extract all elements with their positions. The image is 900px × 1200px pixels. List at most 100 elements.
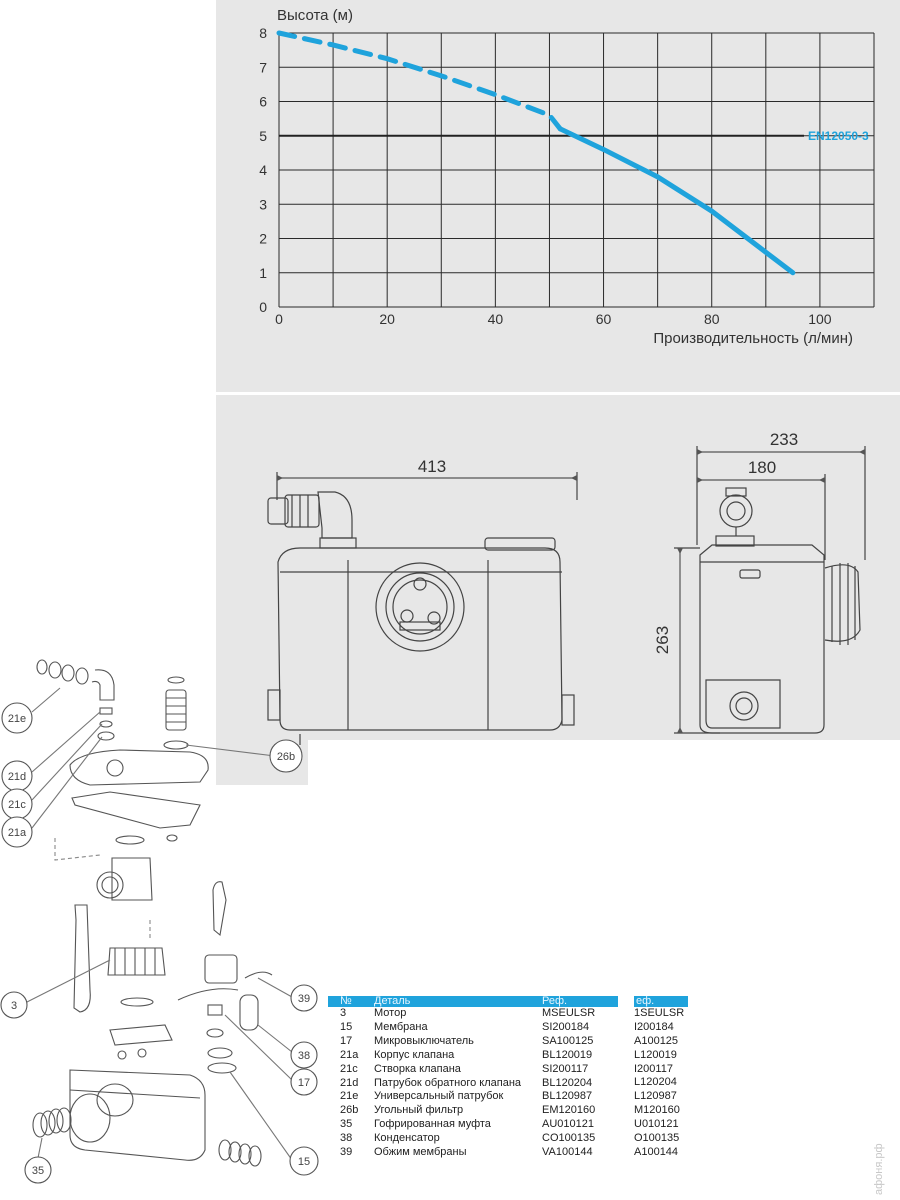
width-dimension: 413	[418, 457, 446, 476]
part-ref: CO100135	[542, 1132, 596, 1145]
callout-35: 35	[32, 1165, 44, 1177]
duplicate-ref-cell: I200184	[634, 1020, 674, 1033]
part-name: Мембрана	[374, 1020, 428, 1033]
callout-17: 17	[298, 1077, 310, 1089]
side-view-drawing: 233 180 263	[653, 430, 866, 734]
motor-housing	[96, 834, 178, 901]
lid	[69, 749, 209, 786]
callout-21a: 21a	[8, 827, 27, 839]
duplicate-ref-cell: A100125	[634, 1034, 679, 1047]
part-number: 21d	[340, 1076, 359, 1089]
y-axis-label: Высота (м)	[277, 7, 353, 24]
part-number: 17	[340, 1034, 353, 1047]
part-name: Мотор	[374, 1007, 407, 1019]
part-name: Створка клапана	[374, 1062, 461, 1075]
part-35-corrugated-coupling	[32, 1107, 72, 1138]
x-axis-label: Производительность (л/мин)	[653, 330, 853, 347]
duplicate-ref-cell: L120204	[634, 1076, 677, 1089]
x-tick-label: 20	[379, 311, 395, 327]
duplicate-ref-cell: 1SEULSR	[634, 1007, 685, 1019]
x-tick-label: 0	[275, 311, 283, 327]
y-tick-label: 1	[259, 265, 267, 281]
duplicate-ref-cell: A100144	[634, 1145, 679, 1158]
height-dimension: 263	[653, 626, 672, 654]
part-17-microswitch	[204, 881, 238, 1059]
duplicate-ref-cell: O100135	[634, 1132, 680, 1145]
parts-table-row: 21c Створка клапана SI200117	[328, 1063, 618, 1077]
part-39-membrane-clamp	[177, 971, 273, 1001]
outlet-coupling	[218, 1139, 262, 1167]
part-26b-carbon-filter	[163, 676, 189, 750]
duplicate-ref-cell: L120987	[634, 1090, 677, 1103]
callout-21c: 21c	[8, 799, 26, 811]
part-ref: EM120160	[542, 1104, 596, 1117]
part-number: 39	[340, 1146, 353, 1159]
part-name: Обжим мембраны	[374, 1146, 467, 1159]
part-name: Угольный фильтр	[374, 1104, 464, 1117]
part-3-motor	[107, 947, 173, 1060]
callout-3: 3	[11, 1000, 17, 1012]
parts-table-header: № Деталь Реф.	[328, 996, 618, 1007]
performance-chart-panel	[216, 0, 900, 392]
part-ref: SI200117	[542, 1062, 589, 1075]
header-part: Деталь	[362, 996, 542, 1007]
watermark: афоня.рф	[873, 1143, 885, 1195]
part-number: 3	[340, 1007, 347, 1019]
parts-table-row: 21e Универсальный патрубок BL120987	[328, 1090, 618, 1104]
y-tick-label: 2	[259, 231, 267, 247]
duplicate-ref-cell: M120160	[634, 1104, 680, 1117]
tank-body	[69, 1069, 206, 1161]
part-name: Конденсатор	[374, 1132, 440, 1145]
part-number: 38	[340, 1132, 353, 1145]
part-name: Микровыключатель	[374, 1034, 474, 1047]
dimension-drawings: 413 233 180 2	[267, 430, 866, 745]
callout-15: 15	[298, 1156, 310, 1168]
duplicate-ref-header: еф.	[634, 996, 688, 1007]
part-ref: BL120019	[542, 1048, 593, 1061]
part-number: 26b	[340, 1104, 359, 1117]
y-tick-label: 5	[259, 128, 267, 144]
chart-series	[276, 30, 796, 276]
header-number: №	[328, 996, 362, 1007]
total-depth-dimension: 233	[770, 430, 798, 449]
callout-21d: 21d	[8, 771, 26, 783]
part-ref: VA100144	[542, 1146, 593, 1159]
header-ref: Реф.	[542, 996, 618, 1007]
part-ref: BL120987	[542, 1090, 593, 1103]
duplicate-ref-cell: I200117	[634, 1062, 673, 1075]
callout-39: 39	[298, 993, 310, 1005]
part-21d-valve-pipe	[99, 707, 113, 715]
parts-table-row: 15 Мембрана SI200184	[328, 1021, 618, 1035]
part-ref: SI200184	[542, 1020, 590, 1033]
part-ref: BL120204	[542, 1076, 593, 1089]
part-name: Гофрированная муфта	[374, 1118, 491, 1131]
part-name: Корпус клапана	[374, 1048, 455, 1061]
x-tick-label: 60	[596, 311, 612, 327]
part-15-membrane	[207, 1062, 237, 1074]
part-number: 21c	[340, 1062, 358, 1075]
callout-21e: 21e	[8, 713, 26, 725]
part-38-capacitor	[239, 994, 259, 1031]
part-number: 15	[340, 1020, 353, 1033]
y-tick-label: 3	[259, 196, 267, 212]
y-tick-label: 0	[259, 299, 267, 315]
part-number: 21e	[340, 1090, 359, 1103]
parts-table-row: 38 Конденсатор CO100135	[328, 1132, 618, 1146]
part-21a-valve-body	[97, 731, 115, 741]
reference-line-label: EN12050-3	[808, 129, 869, 143]
y-tick-label: 4	[259, 162, 267, 178]
part-name: Универсальный патрубок	[374, 1090, 504, 1103]
callout-38: 38	[298, 1050, 310, 1062]
body-depth-dimension: 180	[748, 458, 776, 477]
